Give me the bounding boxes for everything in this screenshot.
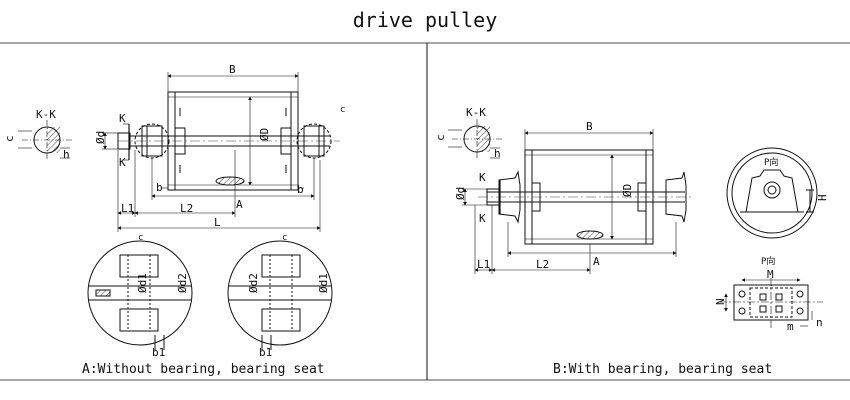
dim-b-label-a: B: [229, 63, 236, 76]
kk-label-b: K-K: [466, 106, 486, 119]
dim-d1-label-left-a: Ød1: [136, 273, 149, 293]
pulley-drum-a: [117, 91, 340, 191]
dim-m-small-label: m: [787, 320, 794, 333]
dim-D-label-a: ØD: [258, 128, 271, 141]
dim-b-small-left-a: b: [156, 181, 163, 194]
dimensions-a: [102, 72, 321, 232]
dim-a-label-b: A: [593, 255, 600, 268]
dim-d2-label-right-a: Ød2: [247, 273, 260, 293]
dim-h-label-b: H: [816, 194, 829, 201]
e-label-right-a: c: [282, 233, 287, 243]
k-bottom-label-a: K: [119, 156, 126, 169]
k-top-label-b: K: [479, 171, 486, 184]
page-title: drive pulley: [352, 8, 498, 32]
caption-a: A:Without bearing, bearing seat: [82, 362, 325, 377]
dim-l2-label-b: L2: [536, 258, 549, 271]
p-direction-label-bottom: P向: [761, 255, 775, 267]
c-detail-label-a: c: [340, 105, 345, 115]
e-label-left-a: c: [138, 233, 143, 243]
detail-view-left-a: [87, 240, 193, 350]
p-direction-label-top: P向: [764, 156, 778, 168]
k-top-label-a: K: [119, 112, 126, 125]
dim-n-small-label: n: [816, 316, 823, 329]
kk-label-a: K-K: [36, 108, 56, 121]
dim-b1-label-left-a: b1: [152, 346, 165, 359]
dim-d2-label-left-a: Ød2: [176, 273, 189, 293]
dim-D-label-b: ØD: [621, 184, 634, 197]
pulley-drum-b: [478, 149, 692, 245]
dimensions-b: [462, 129, 677, 274]
c-label-b: c: [434, 134, 447, 141]
c-label-a: c: [3, 135, 16, 142]
dim-b-small-right-a: b: [297, 183, 304, 196]
dim-b-label-b: B: [586, 120, 593, 133]
dim-l1-label-a: L1: [121, 202, 134, 215]
dim-d-label-b: Ød: [454, 187, 467, 200]
caption-b: B:With bearing, bearing seat: [553, 362, 773, 377]
k-bottom-label-b: K: [479, 212, 486, 225]
dim-b1-label-right-a: b1: [259, 346, 272, 359]
dim-a-label-a: A: [236, 198, 243, 211]
h-label-a: h: [63, 148, 70, 161]
kk-section-view-a: [18, 120, 72, 160]
dim-l1-label-b: L1: [477, 258, 490, 271]
dim-m-big-label: M: [767, 268, 774, 281]
dim-n-big-label: N: [714, 298, 727, 305]
h-label-b: h: [494, 147, 501, 160]
dim-d1-label-right-a: Ød1: [317, 273, 330, 293]
kk-section-view-b: [448, 119, 502, 159]
end-view-b: [726, 147, 818, 239]
dim-d-label-a: Ød: [94, 131, 107, 144]
dim-l2-label-a: L2: [180, 202, 193, 215]
sheet-frame: [0, 42, 850, 381]
dim-l-label-a: L: [214, 216, 221, 229]
detail-view-right-a: [227, 240, 333, 350]
bearing-seat-plan-b: [719, 278, 823, 328]
